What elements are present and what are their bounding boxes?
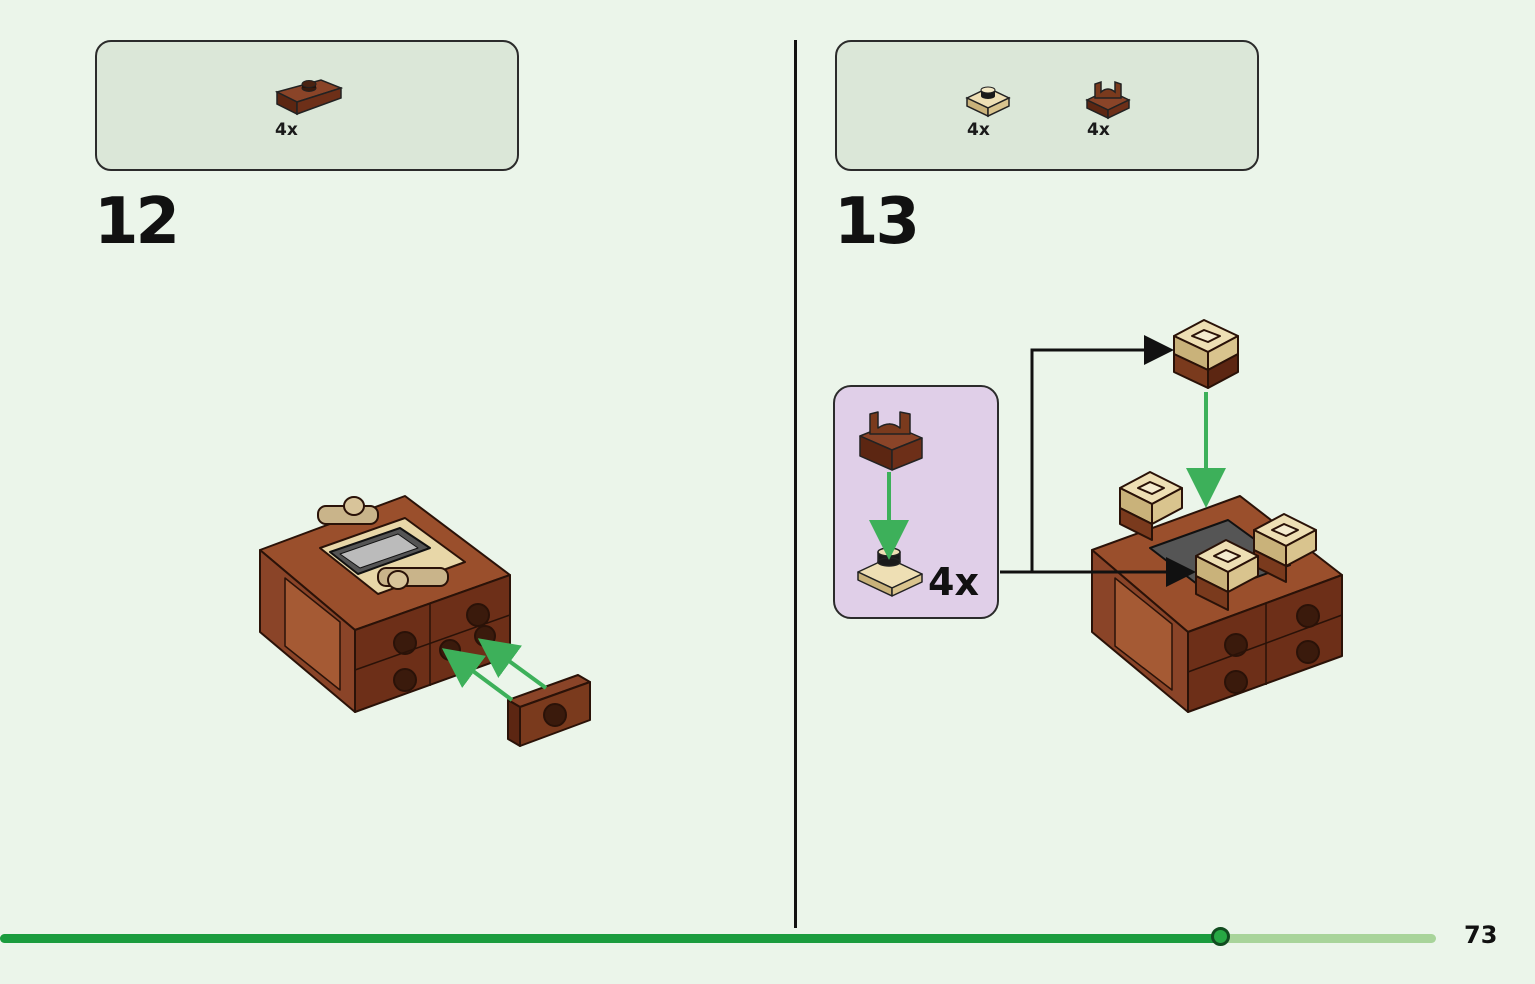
progress-bar bbox=[0, 927, 1436, 946]
part-count: 4x bbox=[275, 120, 298, 140]
parts-list-step-12: 4x bbox=[95, 40, 519, 171]
progress-fill bbox=[0, 934, 1221, 943]
subassembly-parts bbox=[857, 411, 923, 597]
step-number: 13 bbox=[834, 185, 920, 259]
subassembly-count: 4x bbox=[928, 560, 979, 604]
page-number: 73 bbox=[1464, 921, 1498, 949]
part-count: 4x bbox=[1087, 120, 1110, 140]
brown-clip-plate-icon bbox=[1085, 80, 1131, 120]
part-count: 4x bbox=[967, 120, 990, 140]
brown-plate-1x2-icon bbox=[274, 79, 343, 116]
step-12-arrows bbox=[441, 638, 548, 702]
step-13-model bbox=[1091, 319, 1343, 713]
parts-list-step-13: 4x 4x bbox=[835, 40, 1259, 171]
step-number: 12 bbox=[94, 185, 180, 259]
placement-arrows bbox=[1000, 335, 1196, 587]
progress-knob bbox=[1210, 927, 1230, 946]
step-12-model bbox=[259, 495, 591, 747]
tan-plate-1x1-icon bbox=[965, 86, 1011, 118]
page-divider bbox=[794, 40, 797, 928]
